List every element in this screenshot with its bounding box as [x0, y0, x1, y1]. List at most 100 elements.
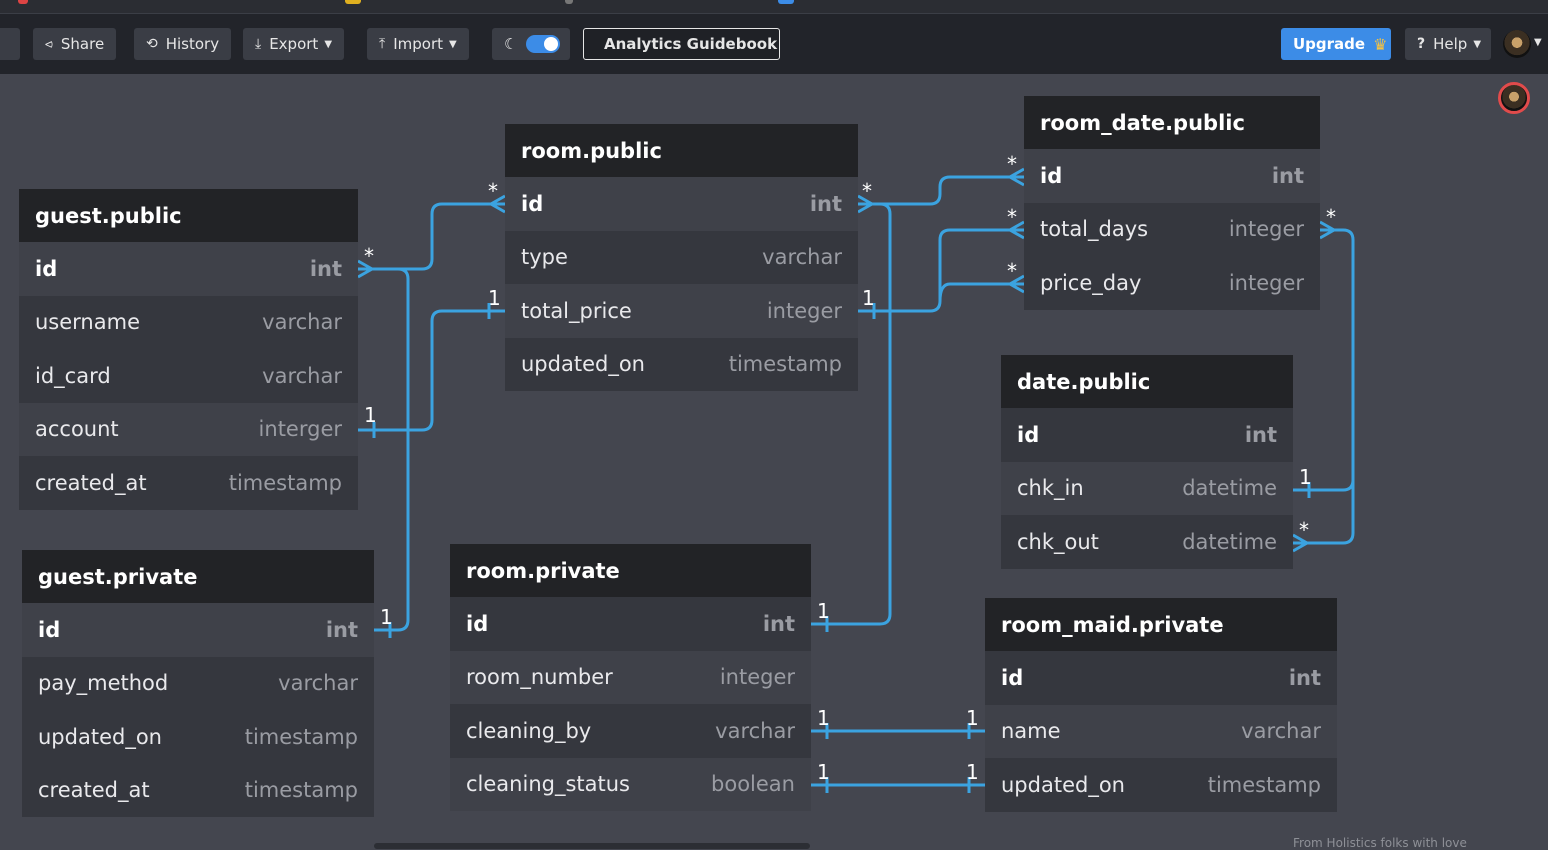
field-type: int: [325, 617, 358, 642]
relation-line: [811, 202, 892, 626]
upgrade-button[interactable]: Upgrade ♛: [1281, 28, 1391, 60]
export-button[interactable]: ⤓ Export ▼: [243, 28, 345, 60]
relation-line: [1293, 228, 1355, 492]
table-row[interactable]: cleaning_by varchar: [450, 704, 811, 758]
relation-onemark: [372, 303, 491, 438]
tab-indicator: [778, 0, 794, 4]
chevron-down-icon[interactable]: ▼: [1534, 37, 1542, 48]
table-header[interactable]: room.private: [450, 544, 811, 597]
collaborator-avatar[interactable]: [1498, 82, 1530, 114]
cardinality-label: *: [1007, 259, 1017, 283]
field-type: integer: [766, 298, 842, 323]
relation-line: [858, 175, 1024, 206]
export-label: Export: [269, 35, 319, 53]
field-name: id: [38, 617, 61, 642]
cardinality-label: *: [1326, 205, 1336, 229]
cardinality-label: *: [1007, 152, 1017, 176]
field-type: varchar: [278, 671, 358, 696]
cardinality-label: *: [488, 179, 498, 203]
toggle-switch[interactable]: [526, 35, 560, 53]
table-row[interactable]: updated_on timestamp: [985, 758, 1337, 812]
table-header[interactable]: guest.public: [19, 189, 358, 242]
upgrade-label: Upgrade: [1293, 35, 1366, 53]
theme-toggle[interactable]: ☾: [492, 28, 570, 60]
cardinality-label: *: [1299, 518, 1309, 542]
table-header[interactable]: guest.private: [22, 550, 374, 603]
table-header[interactable]: room.public: [505, 124, 858, 177]
field-type: timestamp: [1207, 772, 1321, 797]
field-name: account: [35, 417, 119, 442]
field-type: integer: [719, 665, 795, 690]
relation-line: [938, 282, 1024, 302]
history-button[interactable]: ⟲ History: [134, 28, 232, 60]
import-button[interactable]: ⤒ Import ▼: [367, 28, 469, 60]
cardinality-label: *: [1007, 205, 1017, 229]
field-name: id: [466, 611, 489, 636]
menu-button[interactable]: [0, 28, 20, 60]
browser-tab-strip: [0, 0, 1548, 14]
field-name: id: [521, 191, 544, 216]
table-row[interactable]: username varchar: [19, 296, 358, 350]
help-button[interactable]: ? Help ▼: [1405, 28, 1491, 60]
field-name: cleaning_by: [466, 718, 592, 743]
field-type: varchar: [715, 718, 795, 743]
footer-credit: From Holistics folks with love: [1293, 836, 1467, 850]
chevron-down-icon: ▼: [1473, 38, 1482, 50]
table-header[interactable]: date.public: [1001, 355, 1293, 408]
field-name: updated_on: [1001, 772, 1125, 797]
field-type: datetime: [1182, 529, 1277, 554]
table-header[interactable]: room_maid.private: [985, 598, 1337, 651]
field-type: varchar: [262, 310, 342, 335]
user-avatar[interactable]: [1503, 30, 1531, 58]
download-icon: ⤓: [255, 36, 262, 52]
table-header[interactable]: room_date.public: [1024, 96, 1320, 149]
analytics-guidebook-button[interactable]: Analytics Guidebook: [583, 28, 780, 60]
field-name: id: [35, 256, 58, 281]
share-button[interactable]: ⪦ Share: [33, 28, 117, 60]
relation-line: [372, 267, 410, 632]
relation-crowfoot: [1292, 220, 1338, 553]
table-row[interactable]: id int: [22, 603, 374, 657]
cardinality-label: 1: [1299, 465, 1312, 489]
cardinality-label: *: [862, 179, 872, 203]
cardinality-label: 1: [817, 599, 830, 623]
field-name: chk_out: [1017, 529, 1099, 554]
table-row[interactable]: chk_out datetime: [1001, 515, 1293, 569]
relation-line: [358, 309, 505, 432]
tab-indicator: [18, 0, 28, 4]
relation-line: [1293, 480, 1355, 545]
field-name: total_days: [1040, 217, 1149, 242]
field-name: username: [35, 310, 140, 335]
tab-indicator: [345, 0, 361, 4]
horizontal-scrollbar[interactable]: [374, 843, 810, 849]
